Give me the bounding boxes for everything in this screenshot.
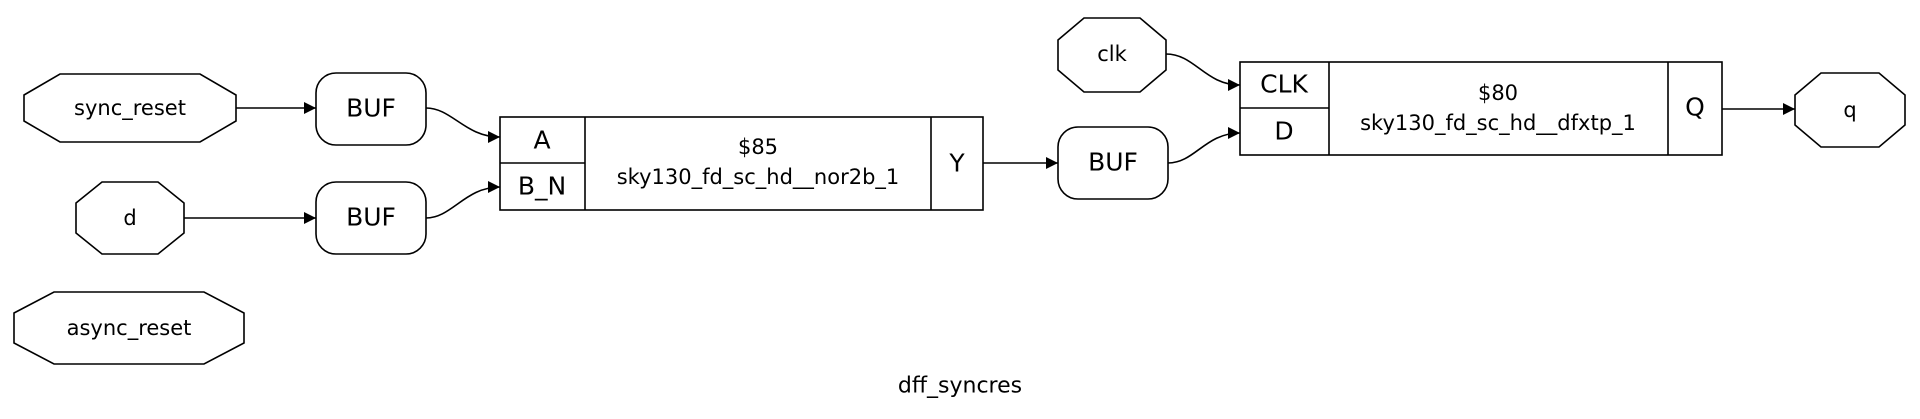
cell-nor2b: A B_N $85 sky130_fd_sc_hd__nor2b_1 Y [499,116,984,211]
cell-nor2b-pin-y: Y [948,149,965,178]
port-sync-reset-shape [23,73,237,143]
buffer-3-label: BUF [1088,148,1138,177]
cell-nor2b-pin-b-n: B_N [518,172,566,201]
cell-dfxtp-pin-q: Q [1685,93,1705,122]
diagram-title: dff_syncres [898,374,1022,399]
cell-nor2b-pin-a: A [533,126,550,155]
wire-buf1-to-nor-a [425,107,501,143]
port-sync-reset-label: sync_reset [74,96,186,121]
wires [184,53,1795,224]
buffer-2-shape [315,181,427,255]
wire-clk-to-dff-clk [1165,53,1241,91]
port-q-label: q [1843,98,1856,122]
port-q: q [1794,72,1906,148]
cell-dfxtp-id: $80 [1478,81,1518,105]
port-d-label: d [123,206,136,230]
cell-dfxtp-pin-d: D [1274,117,1293,146]
port-async-reset-shape [13,291,245,365]
cell-dfxtp-pin-clk: CLK [1260,70,1308,99]
buffer-2: BUF [315,181,427,255]
buffer-1-label: BUF [346,94,396,123]
buffer-1-shape [315,72,427,146]
cell-nor2b-type: sky130_fd_sc_hd__nor2b_1 [617,165,900,190]
buffer-1: BUF [315,72,427,146]
buffer-3: BUF [1057,126,1169,200]
buffer-3-shape [1057,126,1169,200]
port-q-shape [1794,72,1906,148]
wire-buf2-to-nor-b [425,181,501,219]
cell-nor2b-id: $85 [738,135,778,159]
port-sync-reset: sync_reset [23,73,237,143]
port-async-reset: async_reset [13,291,245,365]
port-d-shape [75,181,185,255]
cell-dfxtp-type: sky130_fd_sc_hd__dfxtp_1 [1360,111,1636,136]
port-clk: clk [1057,17,1167,93]
port-d: d [75,181,185,255]
buffer-2-label: BUF [346,203,396,232]
port-clk-shape [1057,17,1167,93]
port-clk-label: clk [1097,42,1127,66]
wire-buf3-to-dff-d [1167,127,1241,164]
port-async-reset-label: async_reset [67,316,192,341]
cell-dfxtp: CLK D $80 sky130_fd_sc_hd__dfxtp_1 Q [1239,61,1723,156]
